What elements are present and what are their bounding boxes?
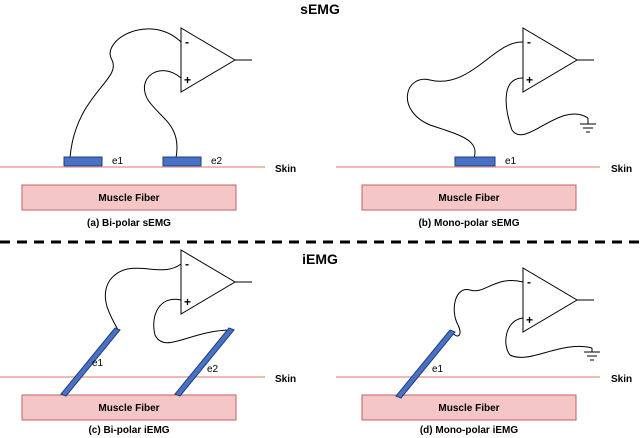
electrode-e1-label: e1 (505, 156, 517, 167)
muscle-fiber (21, 394, 237, 421)
wire-ground (505, 317, 593, 358)
skin-label: Skin (611, 374, 632, 385)
muscle-fiber (21, 184, 237, 211)
electrode-e2-label: e2 (207, 364, 219, 375)
panel-d: Skin Muscle Fiber (d) Mono-polar iEMG - … (336, 267, 632, 436)
electrode-e2-label: e2 (211, 156, 223, 167)
muscle-fiber-label: Muscle Fiber (98, 193, 159, 204)
needle-electrode-e2 (174, 327, 235, 397)
muscle-fiber (361, 394, 577, 421)
electrode-e2 (162, 156, 202, 167)
amplifier (180, 27, 236, 93)
amp-minus: - (527, 275, 531, 289)
wire-e2 (153, 298, 233, 344)
amp-minus: - (185, 257, 189, 271)
wire-e2 (143, 70, 182, 159)
electrode-e1-label: e1 (432, 364, 444, 375)
semg-title: sEMG (300, 1, 340, 17)
muscle-fiber-label: Muscle Fiber (438, 193, 499, 204)
amp-plus: + (526, 313, 533, 327)
iemg-title: iEMG (302, 251, 338, 267)
panel-caption: (d) Mono-polar iEMG (420, 425, 519, 436)
panel-caption: (a) Bi-polar sEMG (87, 218, 171, 229)
amplifier (522, 267, 578, 333)
panel-caption: (c) Bi-polar iEMG (88, 425, 169, 436)
panel-caption: (b) Mono-polar sEMG (418, 218, 519, 229)
electrode-e1-label: e1 (92, 358, 104, 369)
amp-plus: + (184, 295, 191, 309)
skin-label: Skin (275, 164, 296, 175)
ground-icon (584, 348, 600, 361)
amp-minus: - (185, 35, 189, 49)
amp-plus: + (184, 73, 191, 87)
electrode-e1 (454, 156, 496, 167)
needle-electrode-e1 (395, 329, 456, 399)
electrode-e1 (63, 156, 103, 167)
wire-e1 (104, 263, 182, 331)
muscle-fiber-label: Muscle Fiber (438, 403, 499, 414)
wire-e1 (451, 280, 524, 337)
muscle-fiber-label: Muscle Fiber (98, 403, 159, 414)
ground-icon (580, 118, 596, 133)
amp-plus: + (526, 73, 533, 87)
panel-c: Skin Muscle Fiber (c) Bi-polar iEMG - + … (0, 249, 296, 436)
amp-minus: - (527, 35, 531, 49)
needle-electrode-e1 (60, 327, 121, 397)
skin-label: Skin (611, 164, 632, 175)
panel-a: Skin Muscle Fiber (a) Bi-polar sEMG - + … (0, 27, 296, 229)
wire-ground (505, 77, 589, 136)
panel-b: Skin Muscle Fiber (b) Mono-polar sEMG - … (336, 27, 632, 229)
electrode-e1-label: e1 (112, 156, 124, 167)
wire-e1 (69, 28, 182, 159)
skin-label: Skin (275, 374, 296, 385)
amplifier (180, 249, 236, 315)
wire-e1 (406, 41, 524, 159)
muscle-fiber (361, 184, 577, 211)
amplifier (522, 27, 578, 93)
